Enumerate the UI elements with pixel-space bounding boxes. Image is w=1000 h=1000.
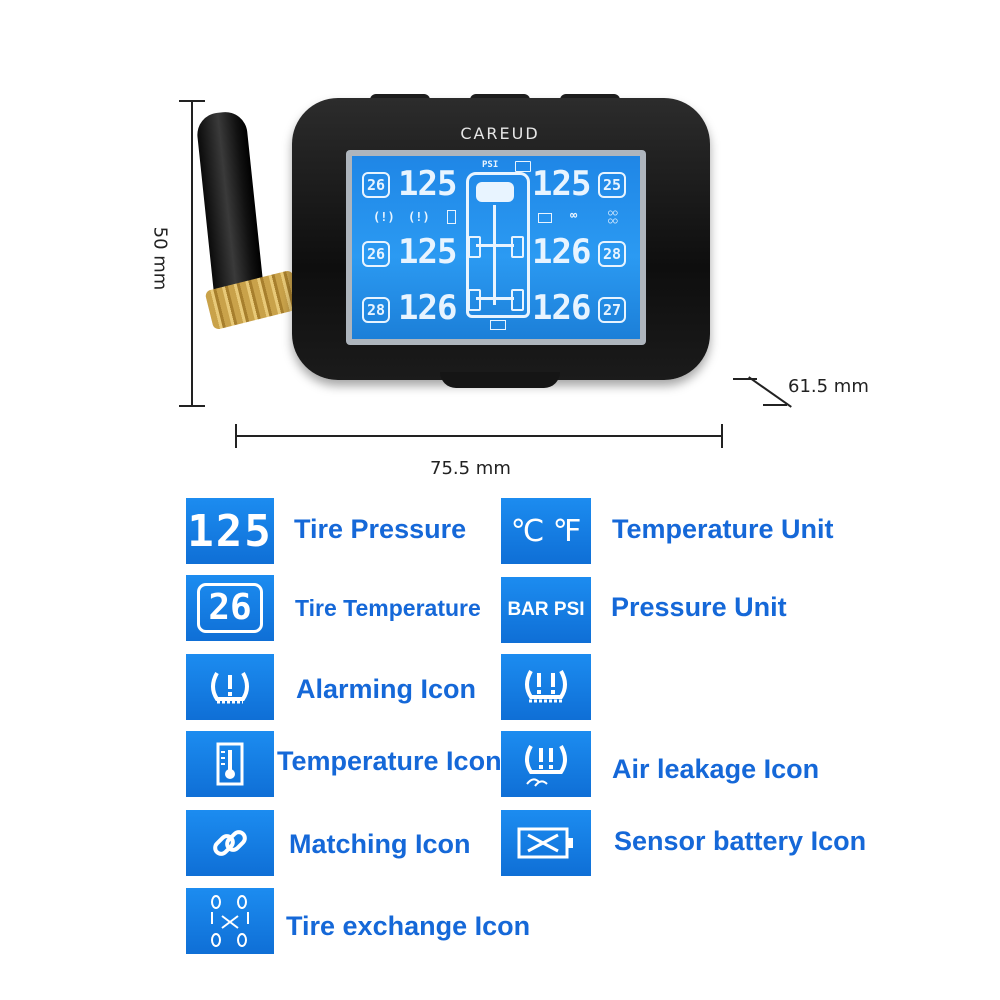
lcd-pressure-fr: 125 (532, 164, 591, 204)
vehicle-chassis (493, 205, 496, 305)
alarming-label: Alarming Icon (296, 674, 477, 704)
lcd-unit: PSI (482, 160, 499, 170)
lcd-receiver-battery-icon (490, 320, 506, 330)
lcd-temp-fl: 26 (362, 172, 391, 198)
temperature-unit-label: Temperature Unit (612, 514, 834, 544)
tire-temperature-tile: 26 (186, 575, 274, 641)
lcd-thermometer-icon (447, 210, 456, 224)
alarming-tile (186, 654, 274, 720)
wheel-icon (511, 236, 524, 258)
pressure-unit-sample: BAR PSI (507, 599, 585, 620)
pressure-unit-label: Pressure Unit (611, 592, 787, 622)
lcd-temp-rl: 28 (362, 297, 391, 323)
wheel-icon (511, 289, 524, 311)
height-dimension-tick-top (179, 100, 205, 102)
tire-exchange-label: Tire exchange Icon (286, 911, 531, 941)
sensor-battery-label: Sensor battery Icon (614, 826, 867, 856)
height-label: 50 mm (149, 226, 171, 291)
air-leakage-tile (501, 731, 591, 797)
lcd-temp-rr: 27 (598, 297, 627, 323)
pressure-alarm-tile (501, 654, 591, 720)
lcd-temp-fr: 25 (598, 172, 627, 198)
temperature-icon-tile (186, 731, 274, 797)
sensor-battery-tile (501, 810, 591, 876)
matching-label: Matching Icon (289, 829, 471, 859)
chain-link-icon (213, 830, 247, 856)
tire-temperature-label: Tire Temperature (295, 595, 481, 621)
monitor-stand (440, 372, 560, 388)
pressure-unit-tile: BAR PSI (501, 577, 591, 643)
width-dimension-line (235, 435, 723, 437)
air-leak-icon (525, 745, 567, 787)
lcd-temp-mr: 28 (598, 241, 627, 267)
lcd-temp-ml: 26 (362, 241, 391, 267)
width-dimension-tick-right (721, 424, 723, 448)
tire-pressure-tile: 125 (186, 498, 274, 564)
lcd-pressure-rr: 126 (532, 288, 591, 328)
wheel-icon (468, 236, 481, 258)
temperature-unit-sample: ℃ ℉ (510, 514, 582, 548)
temperature-unit-tile: ℃ ℉ (501, 498, 591, 564)
height-dimension-tick-bottom (179, 405, 205, 407)
lcd-pressure-mr: 126 (532, 232, 591, 272)
lcd-alarm-icon: (!) (373, 210, 395, 224)
tire-pressure-alarm-icon (211, 672, 249, 704)
lcd-battery-icon (515, 161, 531, 172)
thermometer-icon (216, 742, 244, 786)
depth-dimension-tick-bottom (763, 404, 787, 406)
height-dimension-line (191, 100, 193, 406)
antenna (195, 109, 265, 305)
vehicle-axle-mid (476, 244, 514, 247)
lcd-air-leak-icon: (!) (408, 210, 430, 224)
lcd-pressure-rl: 126 (398, 288, 457, 328)
tire-exchange-icon (211, 895, 249, 947)
depth-dimension-tick-top (733, 378, 757, 380)
lcd-pressure-ml: 125 (398, 232, 457, 272)
tire-pressure-label: Tire Pressure (294, 514, 467, 544)
tire-pressure-sample: 125 (187, 505, 273, 557)
air-leakage-label: Air leakage Icon (612, 754, 820, 784)
lcd-link-icon: ∞ (570, 208, 578, 222)
brand-logo: CAREUD (460, 124, 540, 143)
temperature-icon-label: Temperature Icon (277, 746, 502, 776)
depth-label: 61.5 mm (788, 376, 869, 397)
width-label: 75.5 mm (430, 458, 511, 479)
lcd-exchange-icon: ○○○○ (608, 208, 618, 225)
width-dimension-tick-left (235, 424, 237, 448)
vehicle-outline (466, 172, 530, 318)
wheel-icon (468, 289, 481, 311)
battery-empty-icon (517, 827, 573, 859)
tire-exchange-tile (186, 888, 274, 954)
depth-dimension-line (748, 376, 792, 408)
matching-tile (186, 810, 274, 876)
tire-pressure-alarm-icon (525, 670, 567, 703)
vehicle-cab (476, 182, 514, 202)
lcd-sensor-battery-icon (538, 213, 552, 223)
vehicle-axle-rear (476, 297, 514, 300)
lcd-pressure-fl: 125 (398, 164, 457, 204)
tire-temperature-sample: 26 (197, 583, 263, 633)
